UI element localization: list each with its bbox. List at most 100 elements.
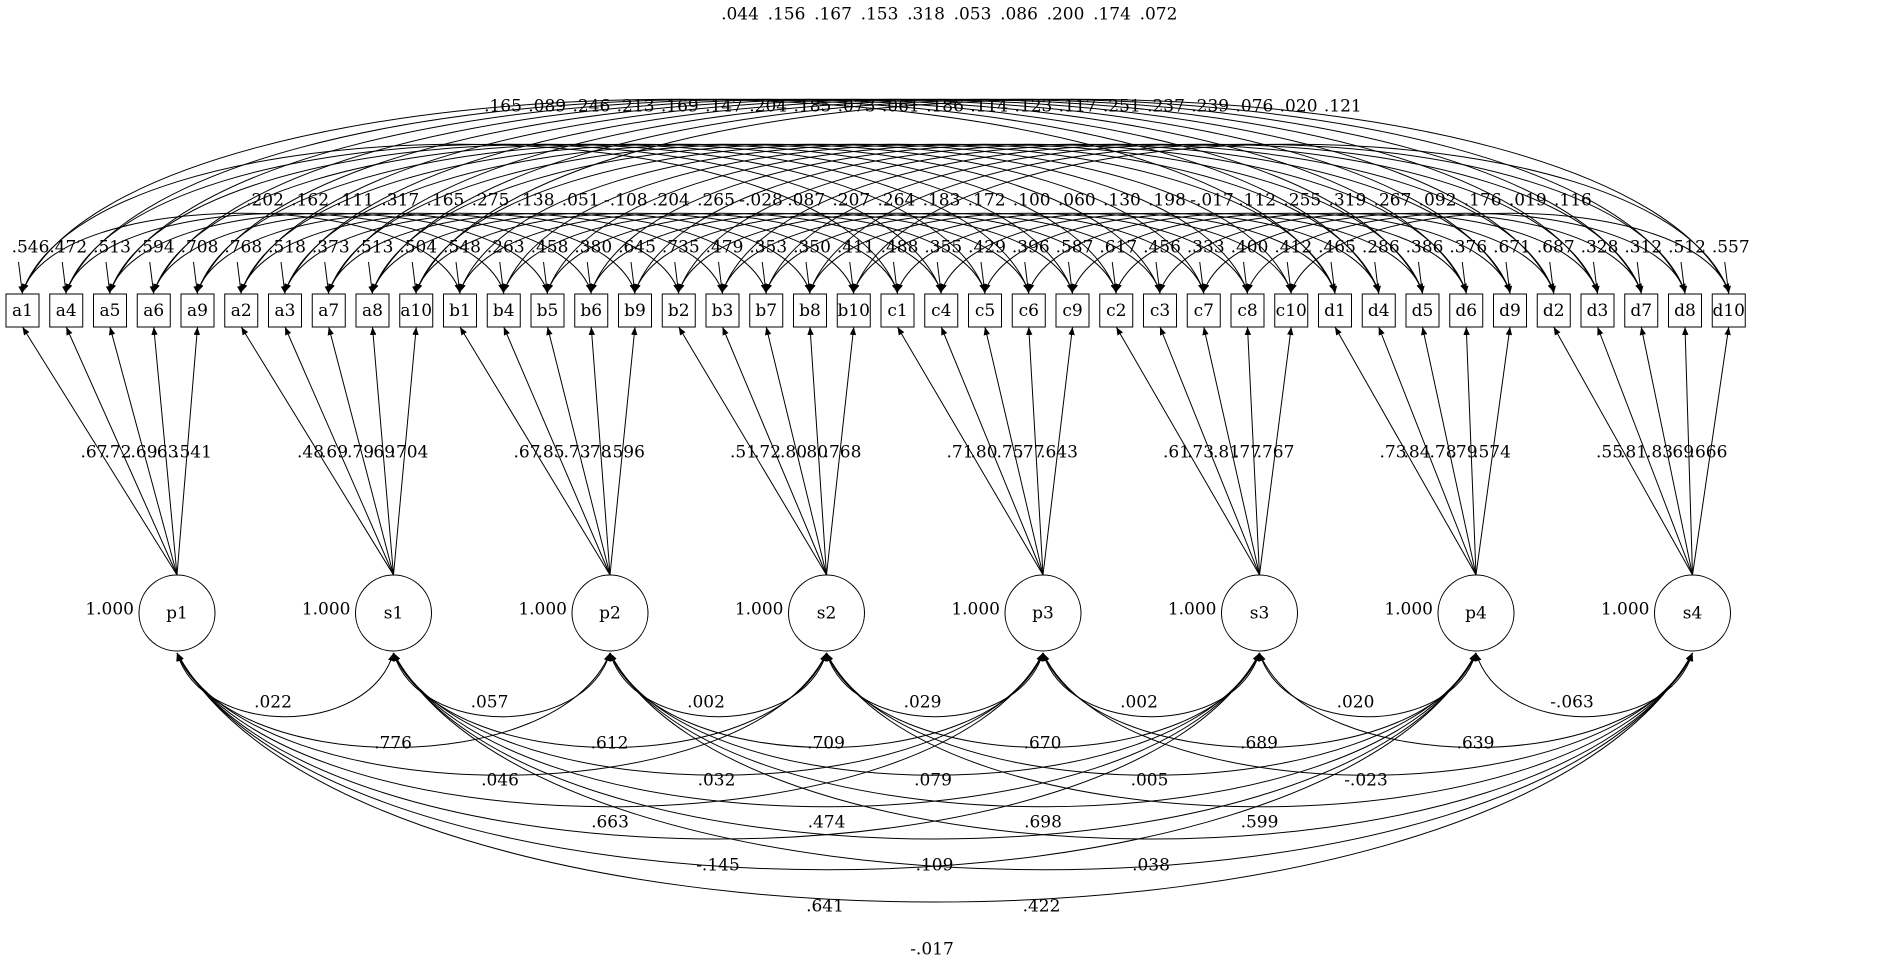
residual-covariance-arc	[284, 212, 723, 293]
residual-variance-arrow	[1505, 261, 1513, 295]
residual-covariance-arc	[1159, 212, 1598, 293]
residual-variance-label: .513	[356, 238, 394, 258]
residual-variance-arrow	[1724, 261, 1731, 295]
residual-variance-label: .504	[399, 238, 437, 258]
latent-factor-circle	[1437, 574, 1515, 652]
residual-covariance-arc	[722, 212, 1161, 293]
residual-covariance-arc	[415, 212, 855, 293]
latent-factor-circle	[1221, 574, 1298, 652]
latent-cov-label: .038	[1132, 856, 1170, 876]
residual-variance-arrow	[1286, 261, 1294, 295]
residual-cov-label: .169	[661, 97, 699, 117]
observed-variable-box	[1580, 293, 1615, 328]
factor-loading-path	[1475, 326, 1513, 576]
residual-variance-arrow	[1461, 261, 1469, 295]
latent-cov-label: .020	[1337, 693, 1375, 713]
residual-variance-arrow	[586, 261, 594, 295]
residual-variance-label: .768	[224, 238, 262, 258]
factor-loading-path	[65, 326, 178, 576]
latent-cov-label: .029	[904, 693, 942, 713]
residual-variance-label: .429	[968, 238, 1006, 258]
residual-cov-label: .123	[1014, 97, 1052, 117]
residual-variance-label: .479	[706, 238, 744, 258]
latent-variance-label: 1.000	[1168, 600, 1217, 620]
observed-variable-label: b7	[755, 301, 777, 321]
observed-variable-label: d1	[1324, 301, 1346, 321]
latent-covariance-arc	[392, 652, 611, 718]
residual-variance-label: .708	[181, 238, 219, 258]
factor-loading-label: .85	[537, 443, 564, 463]
latent-covariance-arc	[176, 652, 1044, 808]
observed-variable-label: b5	[537, 301, 559, 321]
observed-variable-box	[1668, 293, 1702, 328]
observed-variable-label: c7	[1194, 301, 1214, 321]
observed-variable-label: a9	[187, 301, 208, 321]
residual-variance-arrow	[1199, 261, 1206, 295]
latent-factor-label: p2	[599, 604, 621, 624]
residual-covariance-arc	[328, 212, 767, 293]
residual-variance-label: .286	[1362, 238, 1400, 258]
factor-loading-label: .73	[563, 443, 590, 463]
residual-covariance-arc	[678, 212, 1117, 293]
observed-variable-label: b9	[624, 301, 646, 321]
residual-cov-label: .089	[528, 97, 566, 117]
residual-variance-arrow	[324, 261, 331, 295]
residual-cov-label: .185	[793, 97, 831, 117]
latent-cov-label: .670	[1024, 734, 1062, 754]
residual-cov-label: -.028	[739, 191, 783, 211]
residual-variance-arrow	[411, 261, 419, 295]
residual-covariance-arc	[547, 212, 986, 293]
observed-variable-box	[224, 293, 259, 328]
factor-loading-label: .84	[1403, 443, 1430, 463]
factor-loading-path	[503, 326, 611, 576]
observed-variable-label: d9	[1499, 301, 1521, 321]
residual-variance-label: .458	[531, 238, 569, 258]
observed-variable-label: b3	[712, 301, 734, 321]
observed-variable-box	[1536, 293, 1571, 328]
latent-covariance-arc	[393, 652, 1044, 776]
residual-variance-label: .355	[924, 238, 962, 258]
observed-variable-box	[136, 293, 171, 328]
latent-cov-label: .641	[806, 897, 844, 917]
factor-loading-path	[22, 326, 178, 576]
residual-variance-arrow	[761, 261, 769, 295]
residual-variance-arrow	[499, 261, 506, 295]
factor-loading-path	[369, 326, 394, 576]
residual-covariance-arc	[722, 143, 1598, 293]
residual-cov-label: .019	[1509, 191, 1547, 211]
residual-covariance-arc	[197, 212, 636, 293]
latent-covariance-arc	[176, 652, 395, 718]
observed-variable-label: b4	[493, 301, 515, 321]
residual-covariance-arc	[547, 143, 1423, 293]
factor-loading-path	[983, 326, 1044, 576]
factor-loading-label: .596	[607, 443, 645, 463]
residual-variance-arrow	[105, 261, 113, 295]
factor-loading-path	[1026, 326, 1044, 576]
factor-loading-label: .80	[970, 443, 997, 463]
observed-variable-label: a8	[362, 301, 383, 321]
observed-variable-box	[530, 293, 565, 328]
residual-variance-label: .350	[793, 238, 831, 258]
observed-variable-label: b8	[799, 301, 821, 321]
residual-cov-label: .275	[472, 191, 510, 211]
factor-loading-label: .67	[513, 443, 540, 463]
residual-cov-label: .237	[1147, 97, 1185, 117]
observed-variable-label: c8	[1237, 301, 1257, 321]
factor-loading-label: .79	[1450, 443, 1477, 463]
observed-variable-box	[180, 293, 215, 328]
residual-variance-label: .557	[1712, 238, 1750, 258]
residual-variance-arrow	[936, 261, 944, 295]
factor-loading-label: .768	[824, 443, 862, 463]
observed-variable-label: b10	[837, 301, 870, 321]
residual-cov-label: -.017	[1190, 191, 1234, 211]
observed-variable-label: c10	[1276, 301, 1307, 321]
residual-cov-label: .198	[1148, 191, 1186, 211]
residual-covariance-arc	[240, 212, 680, 293]
residual-cov-label: .117	[1059, 97, 1097, 117]
residual-variance-label: .400	[1231, 238, 1269, 258]
latent-factor-circle	[138, 574, 216, 652]
residual-variance-label: .594	[137, 238, 175, 258]
residual-cov-label: .073	[838, 97, 876, 117]
residual-covariance-arc	[459, 212, 898, 293]
